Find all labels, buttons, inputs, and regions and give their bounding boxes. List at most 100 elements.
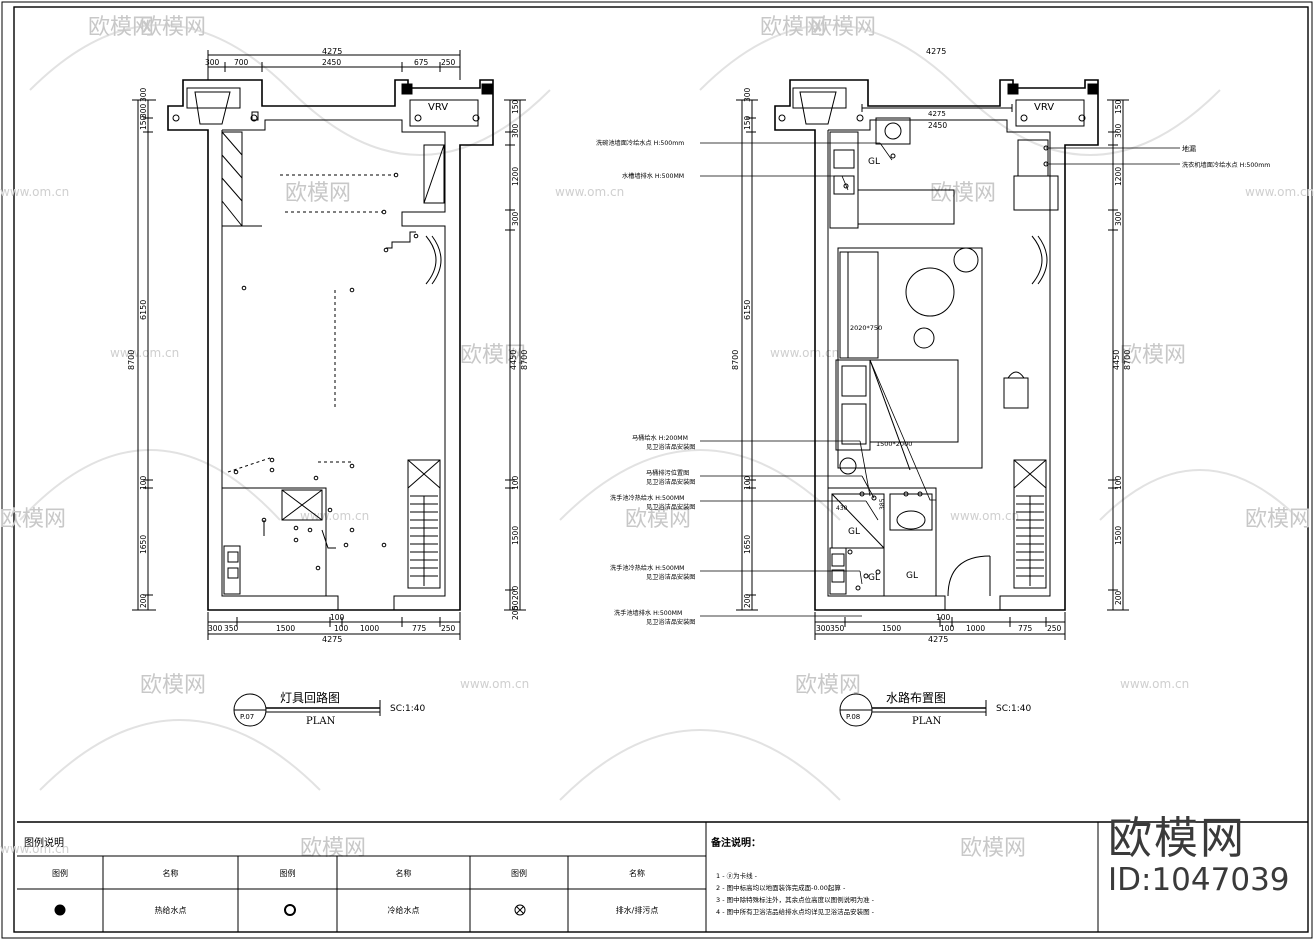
dim-bottom-3: 1500: [276, 624, 295, 633]
annotation: 见卫浴洁品安装图: [646, 503, 696, 511]
dim-left-7: 200: [139, 593, 148, 608]
plan-right: [700, 79, 1180, 640]
drain-point-icon: [514, 904, 526, 916]
watermark-url: www.om.cn: [0, 842, 69, 856]
dim-right-1-r: 150: [1114, 99, 1123, 114]
dim-top-4: 675: [414, 58, 429, 67]
inner-dim-b: 2450: [928, 121, 947, 130]
inner-dim-e: 430: [836, 505, 848, 512]
dim-bottom-6: 775: [412, 624, 427, 633]
dim-bottom-4: 100: [334, 624, 349, 633]
dim-top-total: 4275: [322, 47, 342, 56]
watermark-url: www.om.cn: [1120, 677, 1189, 691]
dim-top-5: 250: [441, 58, 456, 67]
dim-right-7-r: 1500: [1114, 526, 1123, 545]
watermark-url: www.om.cn: [0, 185, 69, 199]
annotation: 见卫浴洁品安装图: [646, 443, 696, 451]
legend-item-drain: 排水/排污点: [615, 906, 659, 915]
dim-left-total-right: 8700: [731, 350, 740, 370]
watermark-url: www.om.cn: [460, 677, 529, 691]
dim-bottom-8-right: 100: [936, 613, 951, 622]
dim-right-total-r: 8700: [1123, 350, 1132, 370]
inner-dim-a: 4275: [928, 110, 946, 118]
dim-right-7: 1500: [511, 526, 520, 545]
dim-left-6-right: 1650: [743, 535, 752, 554]
dim-bottom-7: 250: [441, 624, 456, 633]
watermark-url: www.om.cn: [1245, 185, 1314, 199]
dim-left-3-right: 300: [743, 87, 752, 102]
vrv-label-right: VRV: [1034, 102, 1054, 113]
watermark-logo: 欧模网: [625, 507, 691, 532]
legend-item-hot-water: 热给水点: [154, 906, 187, 915]
watermark-logo: 欧模网: [795, 673, 861, 698]
dim-right-10: 200: [511, 605, 520, 620]
watermark-logo: 欧模网: [760, 15, 826, 40]
dim-right-6-r: 100: [1114, 475, 1123, 490]
plan-left-title-text: 灯具回路图: [280, 690, 340, 705]
note-line: 2 - 图中标高均以地面装饰完成面-0.00起算 -: [716, 884, 846, 892]
dim-top-total-right: 4275: [926, 47, 946, 56]
inner-dim-c: 2020*750: [850, 324, 882, 332]
legend-title: 图例说明: [24, 838, 64, 849]
watermark-url: www.om.cn: [770, 346, 839, 360]
watermark-logo: 欧模网: [0, 507, 66, 532]
dim-left-6: 1650: [139, 535, 148, 554]
annotation: 洗手池冷热给水 H:500MM: [610, 494, 685, 502]
legend-header: 名称: [395, 869, 412, 878]
dim-bottom-5-right: 1000: [966, 624, 985, 633]
drawing-no-left: P.07: [240, 713, 254, 721]
annotation-floor-drain: 地漏: [1182, 144, 1196, 153]
plan-right-subtitle: PLAN: [912, 716, 942, 727]
legend-header: 图例: [279, 869, 296, 878]
watermark-logo: 欧模网: [930, 181, 996, 206]
dim-right-5-r: 4450: [1112, 350, 1121, 370]
dim-right-9: 50: [511, 600, 520, 610]
legend-table: [17, 821, 1308, 932]
annotation: 洗手池冷热给水 H:500MM: [610, 564, 685, 572]
dim-right-3-r: 1200: [1114, 167, 1123, 186]
annotation: 马桶给水 H:200MM: [632, 434, 688, 442]
dim-bottom-1-right: 300: [816, 624, 831, 633]
dim-right-6: 100: [511, 475, 520, 490]
dim-right-4: 300: [511, 211, 520, 226]
watermark-logo: 欧模网: [1120, 343, 1186, 368]
note-line: 3 - 图中除特殊标注外，其余点位高度以图例说明为准 -: [716, 896, 875, 904]
drawing-no-right: P.08: [846, 713, 860, 721]
dim-right-4-r: 300: [1114, 211, 1123, 226]
dim-bottom-4-right: 100: [940, 624, 955, 633]
watermark-logo: 欧模网: [140, 15, 206, 40]
dim-right-1: 150: [511, 99, 520, 114]
dim-right-8-r: 200: [1114, 590, 1123, 605]
annotation: 洗碗池墙面冷给水点 H:500mm: [596, 139, 684, 147]
dim-left-total: 8700: [127, 350, 136, 370]
plan-left: [132, 50, 526, 640]
dim-right-5: 4450: [509, 350, 518, 370]
watermark-logo: 欧模网: [285, 181, 351, 206]
dim-right-8: 200: [511, 585, 520, 600]
brand-logo: 欧模网: [1108, 813, 1246, 864]
watermark-logos: 欧模网 欧模网 欧模网 欧模网 欧模网 欧模网 欧模网 欧模网 欧模网 欧模网 …: [0, 15, 1311, 861]
annotation: 见卫浴洁品安装图: [646, 618, 696, 626]
plan-right-title-text: 水路布置图: [886, 690, 946, 705]
dim-bottom-3-right: 1500: [882, 624, 901, 633]
annotation-washer: 洗衣机墙面冷给水点 H:500mm: [1182, 161, 1270, 169]
notes-title: 备注说明：: [711, 838, 761, 849]
dim-left-2: 150: [139, 115, 148, 130]
note-line: 4 - 图中所有卫浴洁品给排水点均详见卫浴洁品安装图 -: [716, 908, 875, 916]
plan-left-title: P.07 灯具回路图 PLAN SC:1:40: [233, 690, 426, 727]
legend-header: 图例: [511, 869, 527, 878]
vrv-label: VRV: [428, 102, 448, 113]
annotation: 见卫浴洁品安装图: [646, 573, 696, 581]
dim-left-3: 300: [139, 87, 148, 102]
annotation: 水槽墙排水 H:500MM: [622, 172, 684, 180]
plan-left-labels: 4275 300 700 2450 675 250 300 350 1500 1…: [127, 47, 529, 644]
dim-bottom-total-right: 4275: [928, 635, 948, 644]
dim-bottom-2: 350: [224, 624, 239, 633]
plan-left-scale: SC:1:40: [390, 704, 426, 714]
watermark-logo: 欧模网: [140, 673, 206, 698]
dim-top-2: 700: [234, 58, 249, 67]
dim-bottom-8: 100: [330, 613, 345, 622]
watermark-url: www.om.cn: [110, 346, 179, 360]
dim-bottom-2-right: 350: [830, 624, 845, 633]
